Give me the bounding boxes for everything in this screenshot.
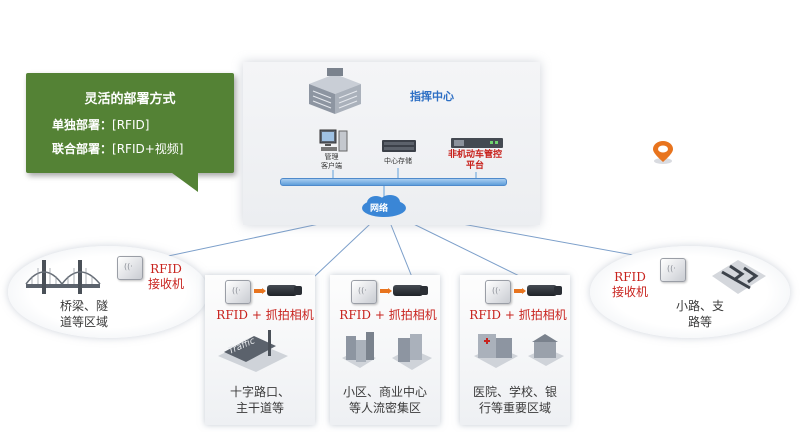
- device-label-client: 管理 客户端: [321, 153, 342, 170]
- device-label-storage: 中心存储: [384, 157, 412, 165]
- building-icon: [309, 68, 361, 114]
- cloud-icon: [362, 195, 406, 217]
- callout-title: 灵活的部署方式: [84, 92, 176, 107]
- rfid-reader-icon: ((·: [117, 256, 143, 280]
- card2-combo-label: RFID + 抓拍相机: [339, 308, 437, 322]
- left-rfid-receiver-label: RFID 接收机: [148, 262, 185, 291]
- callout-line-standalone: 单独部署：[RFID]: [52, 118, 150, 132]
- storage-server-icon: [382, 140, 416, 152]
- arrow-icon: [514, 288, 526, 294]
- card3-combo-label: RFID + 抓拍相机: [469, 308, 567, 322]
- road-map-icon: [712, 260, 766, 294]
- bridge-icon: [25, 260, 101, 294]
- deployment-callout: [26, 73, 234, 173]
- camera-lens: [420, 286, 428, 295]
- rfid-reader-icon: ((·: [351, 280, 377, 304]
- callout-line-combined: 联合部署：[RFID+视频]: [52, 142, 184, 156]
- camera-icon: [527, 285, 557, 296]
- location-pin-icon: [653, 141, 673, 164]
- device-label-platform: 非机动车管控 平台: [448, 150, 503, 171]
- camera-lens: [554, 286, 562, 295]
- rfid-reader-icon: ((·: [485, 280, 511, 304]
- arrow-icon: [254, 288, 266, 294]
- hospital-school-icon: [474, 334, 564, 368]
- rfid-reader-icon: ((·: [225, 280, 251, 304]
- rfid-reader-icon: ((·: [660, 258, 686, 282]
- card2-desc: 小区、商业中心 等人流密集区: [342, 385, 427, 415]
- arrow-icon: [380, 288, 392, 294]
- camera-icon: [267, 285, 297, 296]
- camera-lens: [294, 286, 302, 295]
- traffic-scene-icon: Traffic: [218, 330, 288, 372]
- camera-icon: [393, 285, 423, 296]
- card1-combo-label: RFID + 抓拍相机: [216, 308, 314, 322]
- callout-tail: [168, 170, 198, 192]
- right-rfid-receiver-label: RFID 接收机: [612, 270, 649, 299]
- network-label: 网络: [370, 204, 389, 214]
- left-zone-desc: 桥梁、隧 道等区域: [60, 299, 109, 329]
- right-zone-desc: 小路、支 路等: [676, 299, 725, 329]
- card1-desc: 十字路口、 主干道等: [229, 385, 290, 415]
- card3-desc: 医院、学校、银 行等重要区域: [472, 385, 557, 415]
- network-bus: [280, 178, 507, 186]
- platform-server-icon: [451, 138, 503, 148]
- command-center-title: 指挥中心: [410, 90, 454, 103]
- side-road-zone: [590, 246, 790, 338]
- city-buildings-icon: [342, 332, 432, 370]
- computer-icon: [319, 129, 348, 152]
- bridge-tunnel-zone: [8, 246, 208, 338]
